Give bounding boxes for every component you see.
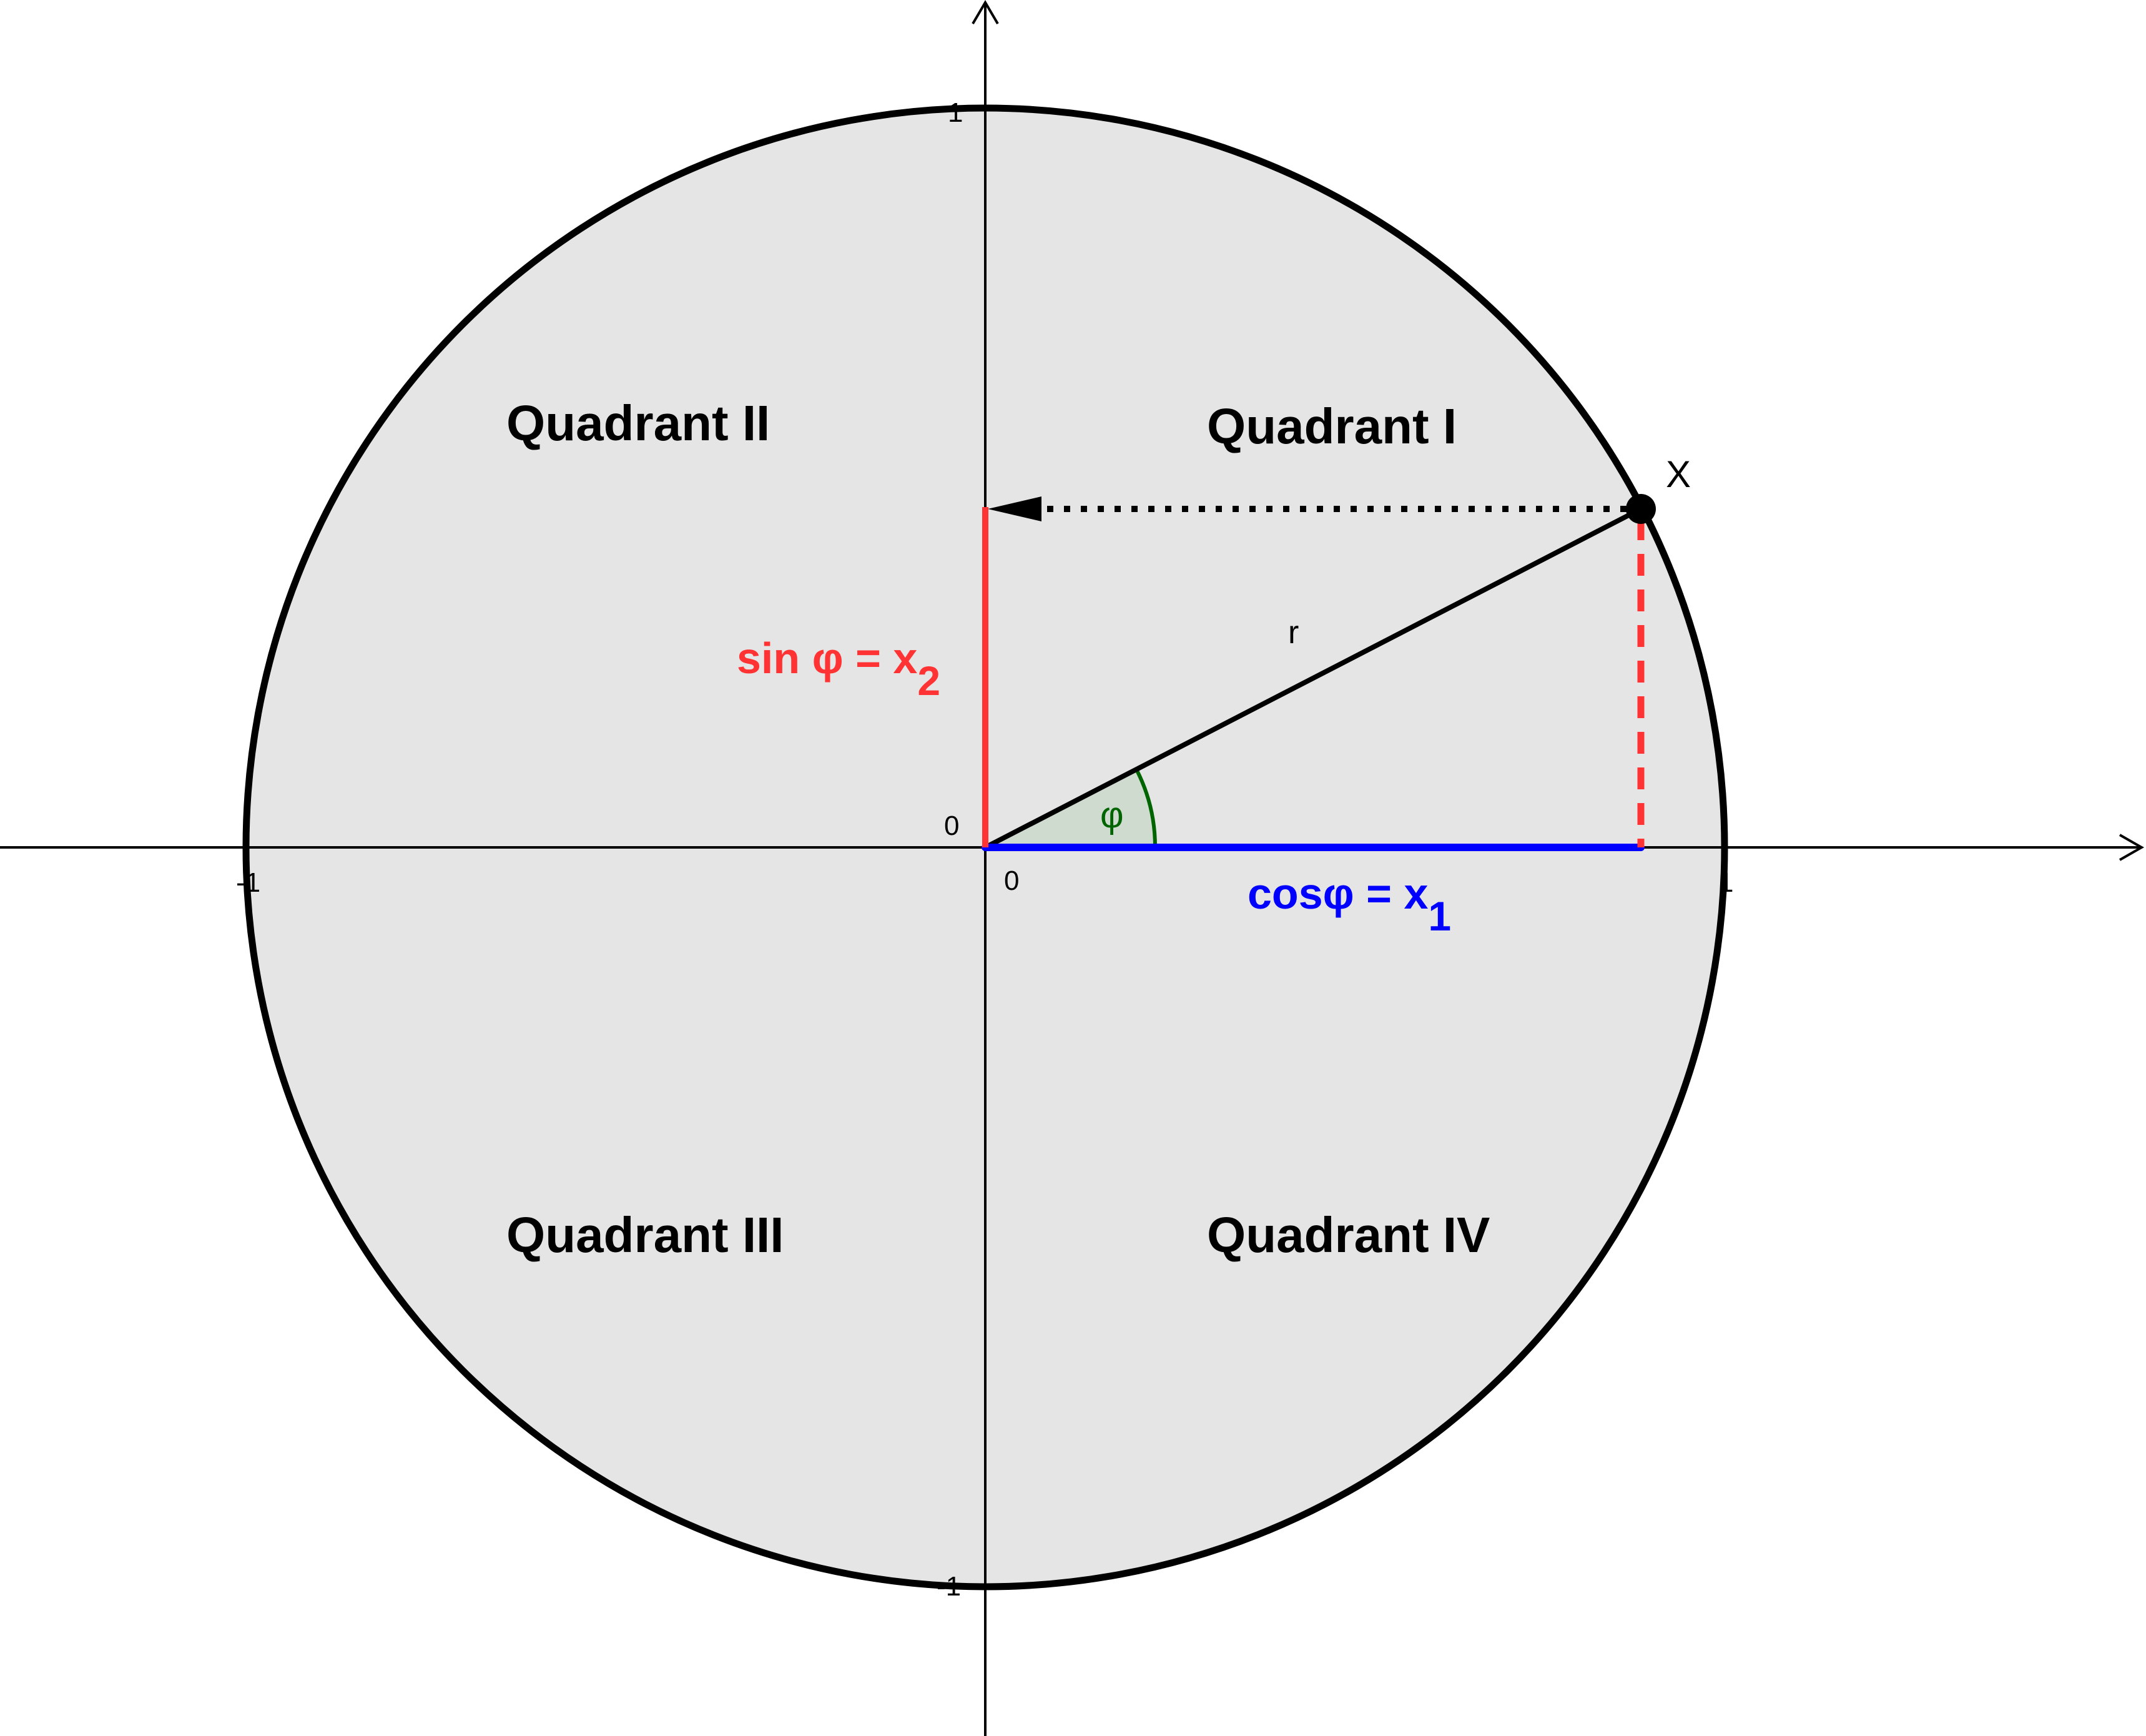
quadrant-label-ii: Quadrant II	[506, 395, 770, 451]
x-tick-label-right: 1	[1718, 867, 1733, 898]
origin-label-x: 0	[1004, 866, 1019, 896]
y-tick-label-bottom: -1	[937, 1571, 961, 1602]
angle-arc	[1135, 768, 1158, 848]
quadrant-label-i: Quadrant I	[1207, 398, 1457, 454]
quadrant-label-iv: Quadrant IV	[1207, 1207, 1490, 1263]
sin-label: sin φ = x2	[737, 634, 940, 704]
point-x-label: X	[1666, 453, 1691, 495]
origin-label-y: 0	[944, 811, 959, 841]
point-x[interactable]	[1626, 494, 1656, 524]
x-axis-arrow-icon	[2119, 834, 2145, 861]
arrow-head-icon	[988, 496, 1041, 521]
x-tick-label-left: -1	[236, 867, 260, 898]
radius-line	[984, 506, 1642, 850]
angle-label: φ	[1100, 795, 1124, 836]
cos-label: cosφ = x1	[1248, 869, 1451, 939]
y-tick-label-top: 1	[948, 97, 963, 128]
quadrant-label-iii: Quadrant III	[506, 1207, 784, 1263]
radius-label: r	[1288, 614, 1299, 651]
y-axis-arrow-icon	[972, 0, 999, 25]
